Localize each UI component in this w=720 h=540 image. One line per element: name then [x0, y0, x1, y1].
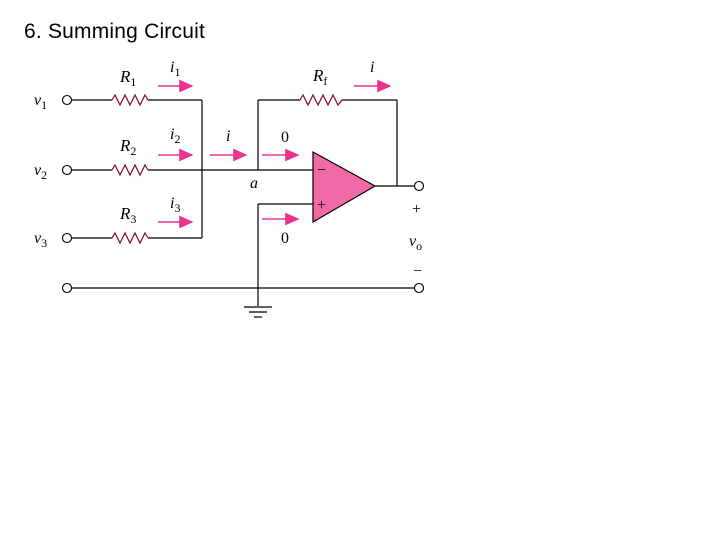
- slide-title: 6. Summing Circuit: [24, 20, 205, 43]
- label-rf: Rf: [312, 66, 327, 88]
- label-output-plus: +: [412, 201, 421, 218]
- resistor-r3: [111, 231, 149, 245]
- terminal-v2: [61, 164, 73, 176]
- terminal-output-minus: [413, 282, 425, 294]
- opamp-minus-label: −: [317, 162, 326, 179]
- resistor-r2: [111, 163, 149, 177]
- label-i2: i2: [170, 126, 180, 146]
- label-r3: R3: [119, 204, 136, 226]
- label-i3: i3: [170, 195, 180, 215]
- label-i-feedback: i: [370, 59, 374, 76]
- label-vo: vo: [409, 233, 422, 253]
- label-node-a: a: [250, 175, 258, 192]
- label-zero-minus: 0: [281, 129, 289, 146]
- terminal-output-plus: [413, 180, 425, 192]
- label-i-in: i: [226, 128, 230, 145]
- terminal-v1: [61, 94, 73, 106]
- opamp-plus-label: +: [317, 197, 326, 214]
- terminal-ground-left: [61, 282, 73, 294]
- label-v3: v3: [34, 230, 47, 250]
- label-zero-plus: 0: [281, 230, 289, 247]
- resistor-rf: [299, 93, 343, 107]
- label-v1: v1: [34, 92, 47, 112]
- label-i1: i1: [170, 59, 180, 79]
- label-v2: v2: [34, 162, 47, 182]
- resistor-r1: [111, 93, 149, 107]
- terminal-v3: [61, 232, 73, 244]
- ground-symbol-icon: [244, 306, 272, 318]
- label-output-minus: −: [413, 263, 422, 280]
- label-r1: R1: [119, 67, 136, 89]
- label-r2: R2: [119, 136, 136, 158]
- opamp-triangle: [312, 150, 377, 224]
